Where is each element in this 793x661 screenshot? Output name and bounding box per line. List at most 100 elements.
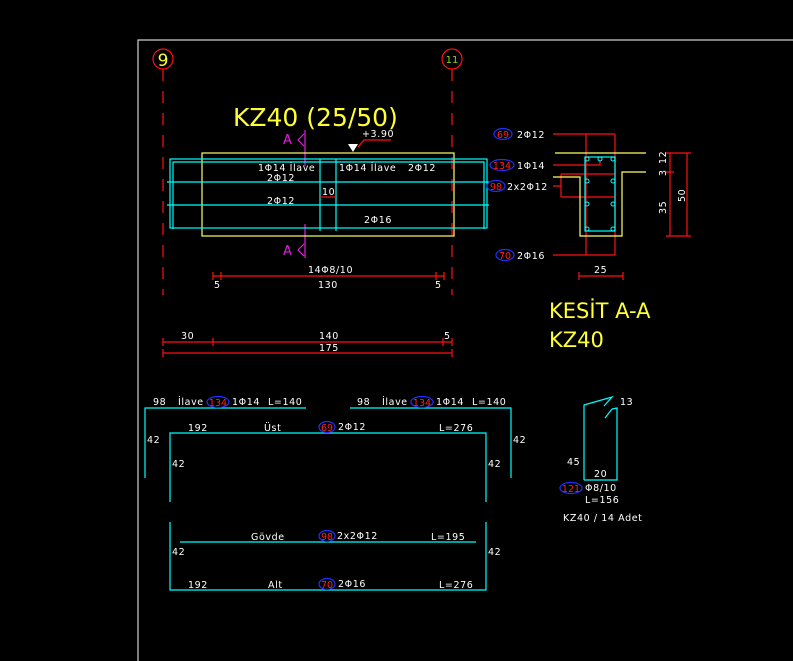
- svg-text:L=156: L=156: [585, 495, 619, 506]
- svg-text:1Φ14: 1Φ14: [517, 161, 545, 172]
- elevation-leader: [357, 139, 391, 148]
- beam-outline: [201, 152, 455, 237]
- dim-slab: 12: [658, 151, 669, 164]
- svg-text:1Φ14: 1Φ14: [232, 397, 260, 408]
- dim-width: 25: [594, 265, 607, 276]
- svg-text:L=140: L=140: [472, 397, 506, 408]
- svg-text:70: 70: [321, 580, 333, 591]
- svg-text:2Φ16: 2Φ16: [338, 579, 366, 590]
- dim-right: 5: [435, 280, 442, 291]
- section-bar-tag-98[interactable]: 98 2x2Φ12: [486, 179, 548, 194]
- section-stirrup: [584, 156, 616, 232]
- section-title: KESİT A-A: [549, 298, 651, 323]
- section-bar-tag-69[interactable]: 69 2Φ12: [493, 127, 545, 142]
- svg-text:L=140: L=140: [268, 397, 302, 408]
- svg-text:98: 98: [321, 532, 333, 543]
- svg-text:42: 42: [147, 435, 160, 446]
- dim-slab-3: 3: [658, 169, 669, 176]
- svg-text:Gövde: Gövde: [251, 532, 285, 543]
- section-bars: [584, 156, 616, 232]
- bar-extra-left[interactable]: 98 İlave 134 1Φ14 L=140 42: [144, 395, 306, 479]
- bar-top[interactable]: 192 Üst 69 2Φ12 L=276 42 42: [169, 420, 501, 503]
- svg-text:98: 98: [357, 397, 370, 408]
- section-subtitle: KZ40: [549, 328, 604, 352]
- dim-web: 35: [658, 201, 669, 214]
- label-gap: 10: [322, 187, 335, 198]
- svg-text:192: 192: [188, 423, 208, 434]
- svg-text:42: 42: [513, 435, 526, 446]
- section-mark-bottom[interactable]: A: [283, 224, 306, 259]
- svg-text:13: 13: [620, 397, 633, 408]
- dim-30: 30: [181, 331, 194, 342]
- bar-web[interactable]: Gövde 98 2x2Φ12 L=195 42 42: [172, 529, 501, 559]
- svg-text:2x2Φ12: 2x2Φ12: [337, 531, 378, 542]
- label-top-bars: 2Φ12: [267, 173, 295, 184]
- svg-text:42: 42: [488, 459, 501, 470]
- svg-text:42: 42: [172, 547, 185, 558]
- svg-text:A: A: [283, 133, 292, 148]
- section-bar-tag-70[interactable]: 70 2Φ16: [495, 248, 545, 263]
- label-extra-right: 1Φ14 İlave: [339, 163, 396, 174]
- svg-text:69: 69: [321, 423, 333, 434]
- svg-text:2Φ12: 2Φ12: [517, 130, 545, 141]
- svg-text:İlave: İlave: [382, 397, 408, 408]
- svg-text:Alt: Alt: [268, 580, 283, 591]
- label-web-bars: 2Φ12: [267, 196, 295, 207]
- bar-bottom[interactable]: 192 Alt 70 2Φ16 L=276: [169, 522, 487, 591]
- svg-text:2Φ12: 2Φ12: [338, 422, 366, 433]
- axis-11[interactable]: 11: [441, 48, 463, 295]
- dim-5: 5: [444, 331, 451, 342]
- stirrup-detail[interactable]: 13 45 20 121 Φ8/10 L=156 KZ40 / 14 Adet: [559, 395, 643, 524]
- svg-text:2Φ16: 2Φ16: [517, 251, 545, 262]
- beam-title: KZ40 (25/50): [233, 103, 398, 132]
- svg-text:192: 192: [188, 580, 208, 591]
- svg-text:Φ8/10: Φ8/10: [585, 483, 617, 494]
- svg-text:121: 121: [562, 484, 580, 495]
- svg-text:KZ40 / 14 Adet: KZ40 / 14 Adet: [563, 513, 643, 524]
- section-rebar-leaders: [553, 133, 616, 256]
- axis-9[interactable]: 9: [152, 48, 174, 295]
- svg-text:Üst: Üst: [264, 423, 281, 434]
- svg-text:98: 98: [490, 182, 502, 193]
- svg-text:İlave: İlave: [178, 397, 204, 408]
- elevation-label: +3.90: [362, 129, 394, 140]
- svg-text:69: 69: [497, 130, 509, 141]
- svg-text:1Φ14: 1Φ14: [436, 397, 464, 408]
- overall-dimensions: [162, 338, 453, 357]
- dim-height: 50: [677, 189, 688, 202]
- axis-label: 11: [446, 55, 459, 66]
- svg-text:L=276: L=276: [439, 423, 473, 434]
- label-extra-right-overlap: 2Φ12: [408, 163, 436, 174]
- svg-text:70: 70: [499, 251, 511, 262]
- svg-text:A: A: [283, 244, 292, 259]
- dim-mid: 130: [318, 280, 338, 291]
- svg-text:42: 42: [488, 547, 501, 558]
- section-concrete-outline: [553, 152, 646, 237]
- bar-extra-right[interactable]: 98 İlave 134 1Φ14 L=140 42: [350, 395, 526, 479]
- section-height-dims: [666, 152, 691, 237]
- section-width-dim: [578, 272, 624, 280]
- dim-left: 5: [214, 280, 221, 291]
- svg-text:20: 20: [594, 469, 607, 480]
- svg-text:L=195: L=195: [431, 532, 465, 543]
- axis-label: 9: [158, 51, 169, 71]
- label-bottom-bars: 2Φ16: [364, 215, 392, 226]
- sheet-border: [137, 39, 793, 661]
- svg-text:134: 134: [493, 161, 511, 172]
- elevation-triangle-icon: [348, 144, 358, 152]
- svg-text:134: 134: [413, 398, 431, 409]
- label-stirrups: 14Φ8/10: [308, 265, 353, 276]
- svg-text:134: 134: [209, 398, 227, 409]
- dim-140: 140: [319, 331, 339, 342]
- section-mark-top[interactable]: A: [283, 130, 306, 166]
- dim-175: 175: [319, 343, 339, 354]
- svg-text:L=276: L=276: [439, 580, 473, 591]
- svg-text:2x2Φ12: 2x2Φ12: [507, 182, 548, 193]
- rebar-elevation: [167, 158, 489, 231]
- svg-text:45: 45: [567, 457, 580, 468]
- svg-text:42: 42: [172, 459, 185, 470]
- svg-text:98: 98: [153, 397, 166, 408]
- section-bar-tag-134[interactable]: 134 1Φ14: [489, 158, 545, 173]
